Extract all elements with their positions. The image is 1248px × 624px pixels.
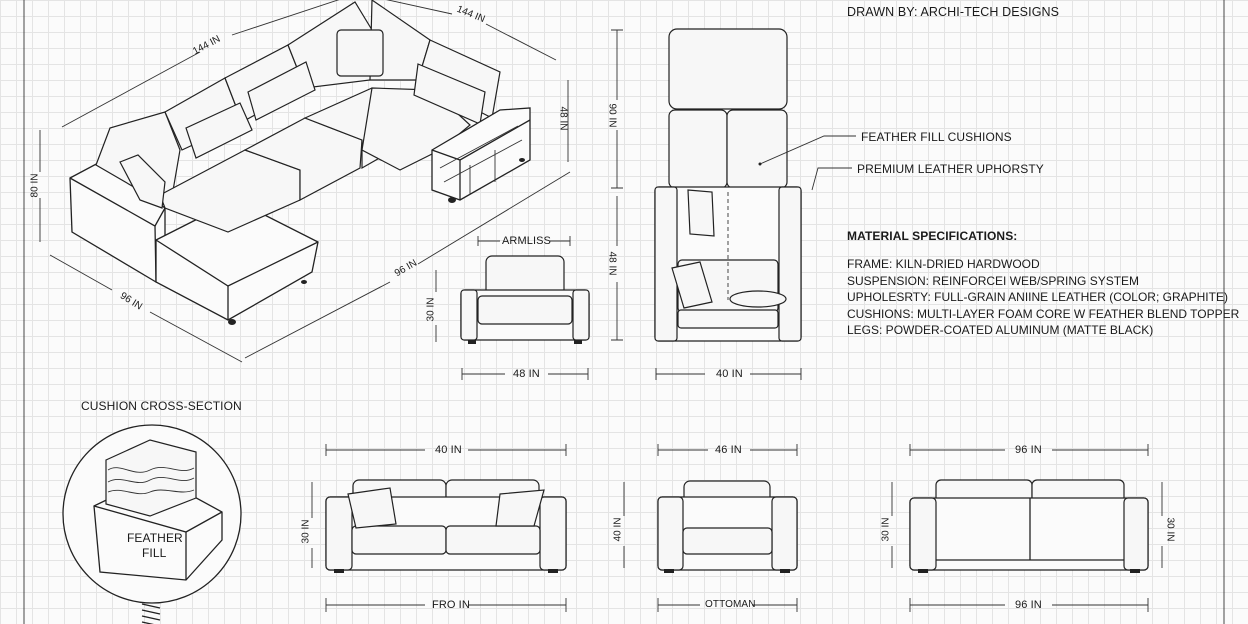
dim-ottoman-bottom: OTTOMAN: [705, 599, 756, 610]
dim-loveseat-height-left: 30 IN: [880, 517, 892, 542]
dim-ottoman-height: 40 IN: [612, 517, 624, 542]
dim-ottoman-top: 46 IN: [715, 444, 742, 456]
ottoman-elevation: [623, 444, 798, 612]
dim-armless-height: 30 IN: [425, 297, 437, 322]
armless-label: ARMLISS: [502, 235, 551, 247]
sectional-sofa-isometric: [39, 0, 571, 363]
loveseat-elevation: [891, 444, 1163, 612]
dim-sofa-height: 30 IN: [300, 519, 312, 544]
dim-sofa-bottom: FRO IN: [432, 599, 470, 611]
spec-legs: LEGS: POWDER-COATED ALUMINUM (MATTE BLAC…: [847, 323, 1154, 337]
spec-cushions: CUSHIONS: MULTI-LAYER FOAM CORE W FEATHE…: [847, 306, 1240, 321]
cushion-cross-section: [62, 424, 242, 624]
dim-armless-width: 48 IN: [513, 368, 540, 380]
dim-top-view-lower-height: 48 IN: [606, 251, 618, 276]
dim-sectional-right-height: 48 IN: [557, 106, 569, 131]
armless-chair: [435, 236, 590, 380]
drawn-by-label: DRAWN BY: ARCHI-TECH DESIGNS: [847, 5, 1060, 19]
dim-loveseat-bottom: 96 IN: [1015, 599, 1042, 611]
dim-top-view-upper-height: 90 IN: [606, 103, 618, 128]
dim-loveseat-height-right: 30 IN: [1164, 517, 1176, 542]
material-specs-list: FRAME: KILN-DRIED HARDWOOD SUSPENSION: R…: [847, 256, 1239, 339]
top-view-drawing: [611, 28, 856, 380]
callout-feather-fill: FEATHER FILL CUSHIONS: [861, 130, 1012, 144]
feather-fill-label-line2: FILL: [142, 546, 167, 560]
spec-frame: FRAME: KILN-DRIED HARDWOOD: [847, 257, 1040, 271]
dim-top-view-width: 40 IN: [716, 368, 743, 380]
callout-premium-leather: PREMIUM LEATHER UPHORSTY: [857, 162, 1044, 176]
spec-upholstery: UPHOLESRTY: FULL-GRAIN ANIINE LEATHER (C…: [847, 290, 1228, 304]
dim-sofa-top: 40 IN: [435, 444, 462, 456]
spec-suspension: SUSPENSION: REINFORCEI WEB/SPRING SYSTEM: [847, 273, 1140, 288]
material-specs-heading: MATERIAL SPECIFICATIONS:: [847, 229, 1018, 243]
dim-loveseat-top: 96 IN: [1015, 444, 1042, 456]
dim-sectional-left-height: 80 IN: [29, 173, 41, 198]
feather-fill-label-line1: FEATHER: [127, 531, 183, 545]
sofa-elevation: [311, 444, 567, 612]
cross-section-title: CUSHION CROSS-SECTION: [81, 399, 242, 413]
